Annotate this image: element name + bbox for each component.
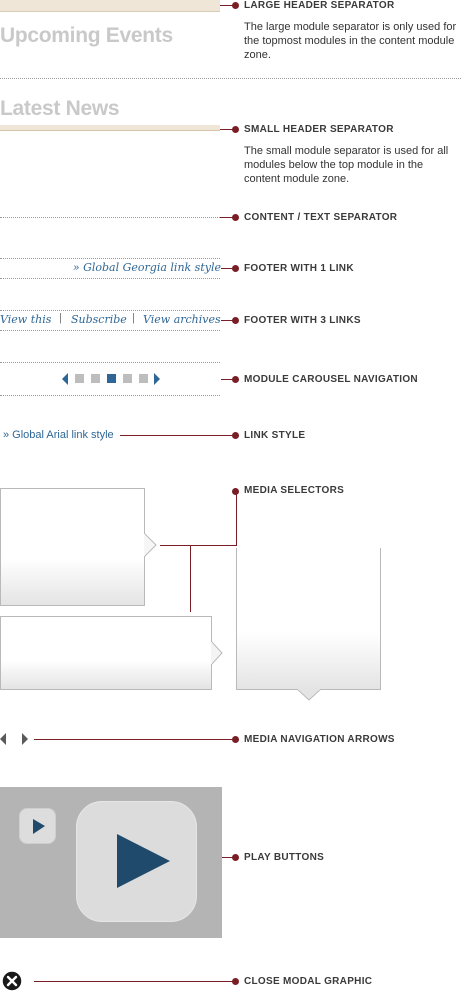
label-content-text-separator: CONTENT / TEXT SEPARATOR <box>244 212 398 223</box>
footer-link-separator: | <box>132 312 135 324</box>
label-footer-1-link: FOOTER WITH 1 LINK <box>244 263 354 274</box>
label-play-buttons: PLAY BUTTONS <box>244 852 325 863</box>
label-link-style: LINK STYLE <box>244 430 306 441</box>
leader-line <box>160 545 237 546</box>
footer-georgia-link[interactable]: » Global Georgia link style <box>72 261 221 274</box>
leader-dot <box>232 432 239 439</box>
leader-dot <box>232 317 239 324</box>
media-selector-wide[interactable] <box>0 616 212 690</box>
carousel-prev-icon[interactable] <box>62 373 68 385</box>
leader-dot <box>232 2 239 9</box>
carousel-page-active[interactable] <box>107 374 116 383</box>
large-play-button[interactable] <box>76 801 197 922</box>
description-large-separator: The large module separator is only used … <box>244 21 457 61</box>
carousel-next-icon[interactable] <box>154 373 160 385</box>
leader-dot <box>232 126 239 133</box>
content-text-separator <box>0 217 220 218</box>
media-selector-pointer <box>297 689 321 701</box>
leader-dot <box>232 214 239 221</box>
carousel-page[interactable] <box>139 374 148 383</box>
footer-top-rule <box>0 258 220 259</box>
arial-link-style[interactable]: » Global Arial link style <box>3 429 114 441</box>
carousel-page[interactable] <box>75 374 84 383</box>
label-media-navigation-arrows: MEDIA NAVIGATION ARROWS <box>244 734 395 745</box>
heading-latest-news: Latest News <box>0 97 120 120</box>
label-media-selectors: MEDIA SELECTORS <box>244 485 345 496</box>
play-icon <box>117 834 170 888</box>
leader-dot <box>232 854 239 861</box>
footer-link-view-archives[interactable]: View archives <box>143 313 221 326</box>
label-module-carousel-navigation: MODULE CAROUSEL NAVIGATION <box>244 374 418 385</box>
leader-line <box>220 217 234 218</box>
leader-line <box>220 5 234 6</box>
leader-line <box>221 268 234 269</box>
leader-line <box>120 435 234 436</box>
leader-line <box>236 492 237 545</box>
footer3-bottom-rule <box>0 330 220 331</box>
footer-link-view-this[interactable]: View this <box>0 313 52 326</box>
leader-line <box>222 857 234 858</box>
media-prev-icon[interactable] <box>0 733 6 745</box>
leader-dot <box>232 736 239 743</box>
media-selector-tall[interactable] <box>236 548 381 690</box>
close-icon[interactable] <box>1 970 23 992</box>
carousel-page[interactable] <box>91 374 100 383</box>
media-selector-pointer <box>211 641 223 665</box>
small-play-button[interactable] <box>19 808 56 844</box>
media-next-icon[interactable] <box>22 733 28 745</box>
leader-line <box>190 545 191 612</box>
media-selector-pointer <box>144 533 157 557</box>
leader-line <box>34 739 234 740</box>
carousel-top-rule <box>0 362 220 363</box>
label-close-modal-graphic: CLOSE MODAL GRAPHIC <box>244 976 373 987</box>
footer-link-separator: | <box>59 312 62 324</box>
leader-line <box>221 320 234 321</box>
module-dotted-separator <box>0 78 461 79</box>
leader-dot <box>232 376 239 383</box>
label-large-header-separator: LARGE HEADER SEPARATOR <box>244 0 395 11</box>
label-small-header-separator: SMALL HEADER SEPARATOR <box>244 124 394 135</box>
leader-line <box>221 379 234 380</box>
small-header-separator-band <box>0 125 220 131</box>
leader-dot <box>232 978 239 985</box>
footer-bottom-rule <box>0 278 220 279</box>
large-header-separator-band <box>0 0 220 12</box>
footer3-top-rule <box>0 310 220 311</box>
media-selector-right-arrow[interactable] <box>0 488 145 606</box>
footer-link-subscribe[interactable]: Subscribe <box>71 313 127 326</box>
description-small-separator: The small module separator is used for a… <box>244 145 449 185</box>
label-footer-3-links: FOOTER WITH 3 LINKS <box>244 315 361 326</box>
leader-line <box>34 981 234 982</box>
play-icon <box>33 819 45 834</box>
leader-dot <box>232 265 239 272</box>
heading-upcoming-events: Upcoming Events <box>0 24 173 47</box>
carousel-bottom-rule <box>0 395 220 396</box>
leader-dot <box>232 488 239 495</box>
carousel-page[interactable] <box>123 374 132 383</box>
leader-line <box>220 129 234 130</box>
